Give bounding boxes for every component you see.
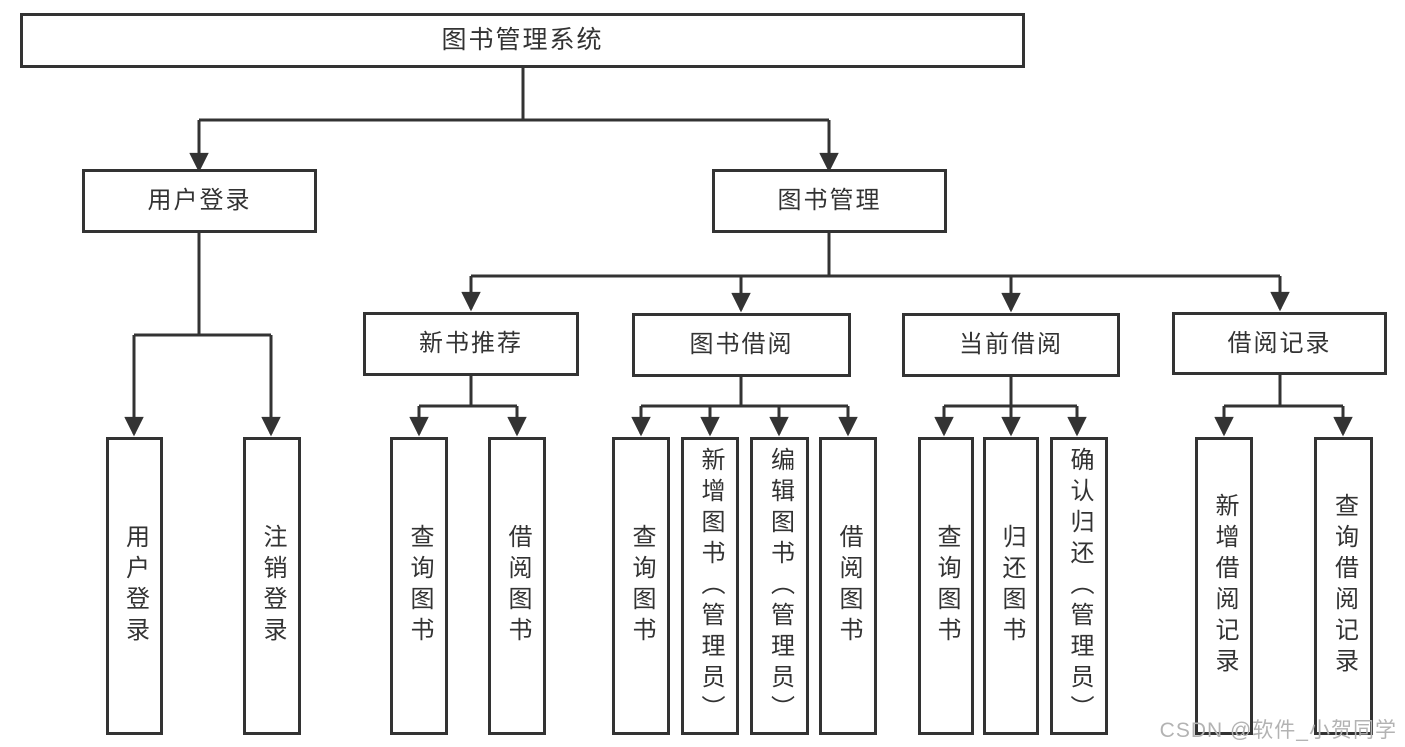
leaf-label: 用户登录	[121, 524, 149, 648]
leaf-label: 查询图书	[933, 524, 960, 648]
leaf-label: 确认归还（管理员）	[1066, 446, 1093, 726]
leaf-label: 查询借阅记录	[1330, 493, 1358, 679]
leaf-label: 归还图书	[998, 524, 1025, 648]
leaf-label: 查询图书	[628, 524, 655, 648]
node-new-book-recommendation: 新书推荐	[363, 312, 579, 376]
node-book-management: 图书管理	[712, 169, 947, 233]
node-current-borrowing: 当前借阅	[902, 313, 1120, 377]
node-label: 借阅记录	[1227, 329, 1332, 357]
leaf-borrow-books-recommend: 借阅图书	[488, 437, 546, 735]
node-borrowing-records: 借阅记录	[1172, 312, 1387, 375]
leaf-label: 借阅图书	[835, 524, 862, 648]
leaf-query-books-current: 查询图书	[918, 437, 974, 735]
leaf-return-book: 归还图书	[983, 437, 1039, 735]
node-label: 图书管理	[777, 187, 882, 214]
leaf-query-books-borrow: 查询图书	[612, 437, 670, 735]
node-label: 图书借阅	[689, 331, 794, 358]
node-user-login: 用户登录	[82, 169, 317, 233]
leaf-label: 编辑图书（管理员）	[766, 446, 794, 726]
leaf-confirm-return-admin: 确认归还（管理员）	[1050, 437, 1108, 735]
leaf-borrow-books: 借阅图书	[819, 437, 877, 735]
node-label: 用户登录	[147, 187, 252, 214]
leaf-label: 新增图书（管理员）	[697, 446, 724, 726]
node-label: 图书管理系统	[441, 26, 604, 54]
leaf-add-borrow-record: 新增借阅记录	[1195, 437, 1253, 735]
leaf-label: 借阅图书	[504, 524, 531, 648]
leaf-logout: 注销登录	[243, 437, 301, 735]
leaf-label: 新增借阅记录	[1211, 493, 1238, 679]
node-library-management-system: 图书管理系统	[20, 13, 1025, 68]
leaf-query-books-recommend: 查询图书	[390, 437, 448, 735]
csdn-watermark: CSDN @软件_小贺同学	[1159, 719, 1397, 742]
leaf-user-login: 用户登录	[106, 437, 163, 735]
leaf-label: 查询图书	[406, 524, 433, 648]
leaf-label: 注销登录	[259, 524, 286, 648]
leaf-add-book-admin: 新增图书（管理员）	[681, 437, 739, 735]
node-label: 新书推荐	[419, 330, 523, 357]
node-book-borrowing: 图书借阅	[632, 313, 851, 377]
leaf-query-borrow-record: 查询借阅记录	[1314, 437, 1373, 735]
node-label: 当前借阅	[959, 331, 1063, 358]
leaf-edit-book-admin: 编辑图书（管理员）	[750, 437, 809, 735]
